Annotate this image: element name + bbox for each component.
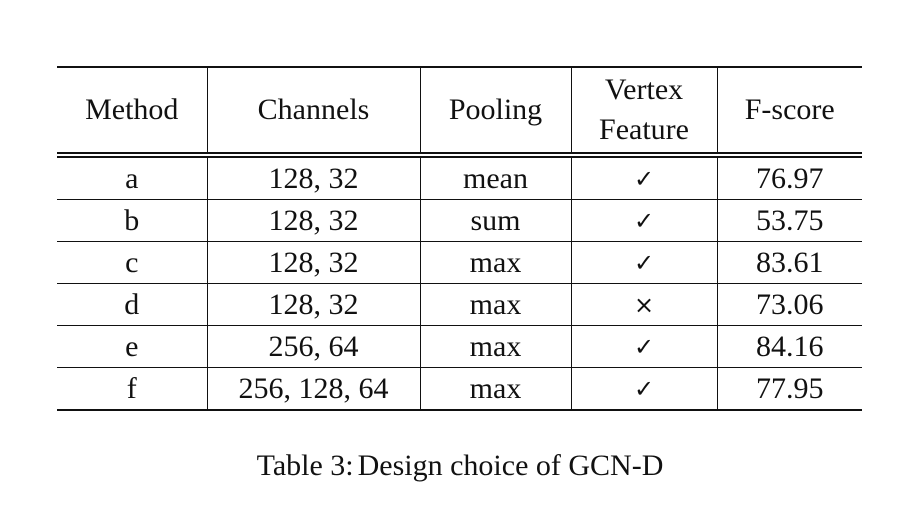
cell-pooling: max	[420, 283, 572, 326]
cell-method: e	[57, 325, 208, 368]
header-vertex-line2: Feature	[599, 113, 689, 146]
checkmark-icon: ✓	[571, 155, 718, 200]
cell-channels: 128, 32	[207, 155, 421, 200]
table-row: f 256, 128, 64 max ✓ 77.95	[57, 367, 862, 411]
cell-method: c	[57, 241, 208, 284]
table-row: e 256, 64 max ✓ 84.16	[57, 325, 862, 368]
header-vertex-line1: Vertex	[604, 73, 684, 106]
header-channels: Channels	[207, 66, 421, 158]
header-method: Method	[57, 66, 208, 158]
cell-fscore: 73.06	[717, 283, 862, 326]
cell-channels: 256, 64	[207, 325, 421, 368]
cell-channels: 128, 32	[207, 199, 421, 242]
cell-channels: 128, 32	[207, 241, 421, 284]
cell-pooling: max	[420, 367, 572, 411]
checkmark-icon: ✓	[571, 367, 718, 411]
cell-fscore: 84.16	[717, 325, 862, 368]
cell-channels: 128, 32	[207, 283, 421, 326]
cell-method: a	[57, 155, 208, 200]
cell-fscore: 53.75	[717, 199, 862, 242]
cell-fscore: 76.97	[717, 155, 862, 200]
cell-fscore: 77.95	[717, 367, 862, 411]
cell-pooling: max	[420, 241, 572, 284]
header-fscore: F-score	[717, 66, 862, 158]
cross-icon: ×	[571, 283, 718, 326]
cell-method: d	[57, 283, 208, 326]
checkmark-icon: ✓	[571, 325, 718, 368]
table-row: d 128, 32 max × 73.06	[57, 283, 862, 326]
checkmark-icon: ✓	[571, 241, 718, 284]
cell-method: b	[57, 199, 208, 242]
caption-text: Design choice of GCN-D	[357, 449, 664, 482]
table-caption: Table 3:Design choice of GCN-D	[0, 449, 920, 483]
table-row: c 128, 32 max ✓ 83.61	[57, 241, 862, 284]
cell-fscore: 83.61	[717, 241, 862, 284]
cell-method: f	[57, 367, 208, 411]
caption-label: Table 3:	[256, 449, 354, 482]
header-pooling: Pooling	[420, 66, 572, 158]
checkmark-icon: ✓	[571, 199, 718, 242]
cell-pooling: mean	[420, 155, 572, 200]
cell-channels: 256, 128, 64	[207, 367, 421, 411]
cell-pooling: sum	[420, 199, 572, 242]
table-row: a 128, 32 mean ✓ 76.97	[57, 155, 862, 200]
table-row: b 128, 32 sum ✓ 53.75	[57, 199, 862, 242]
cell-pooling: max	[420, 325, 572, 368]
